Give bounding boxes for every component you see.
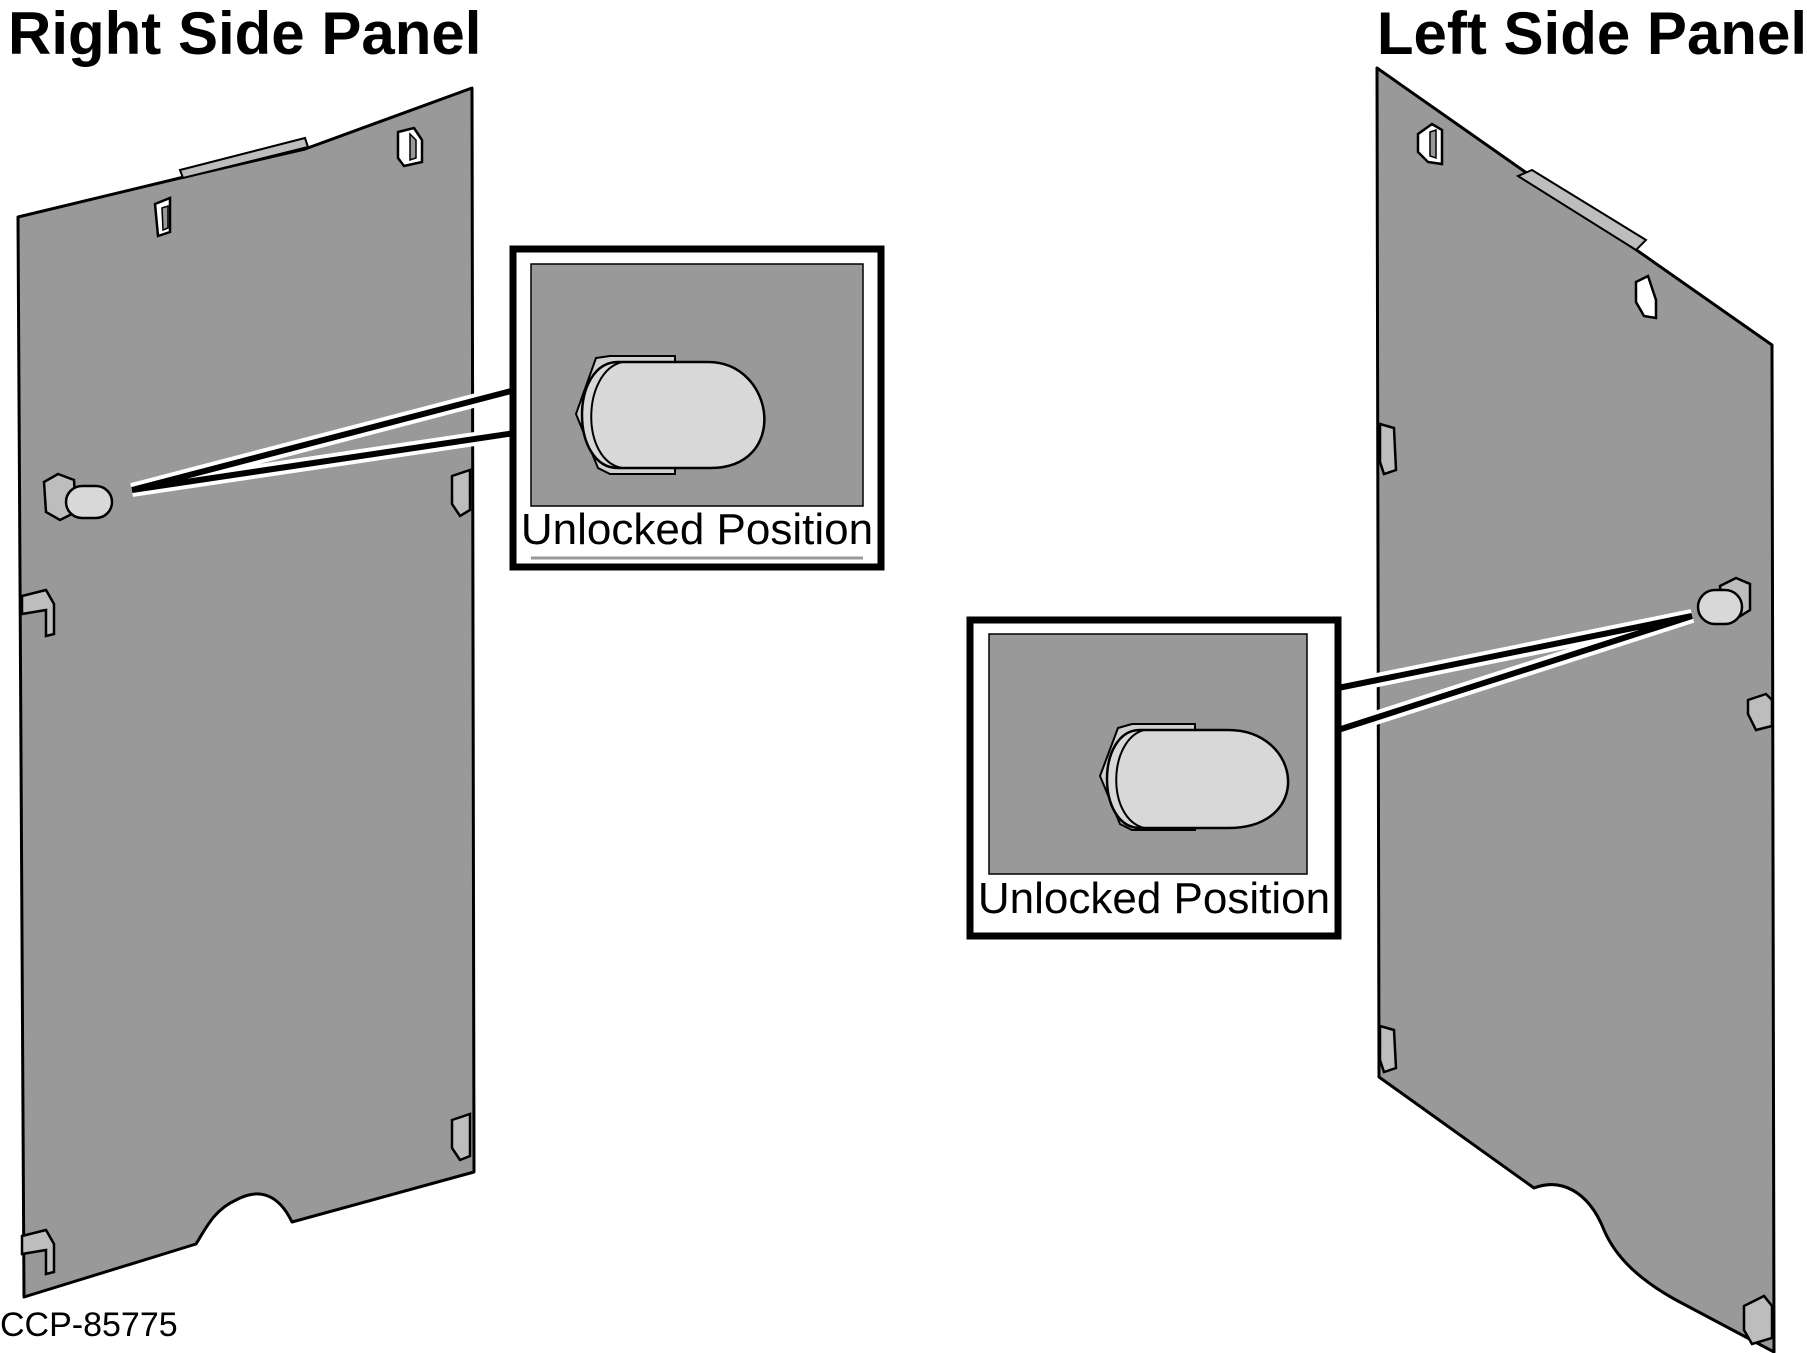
left-callout-leader-line <box>1337 613 1693 733</box>
left-panel-title: Left Side Panel <box>1376 0 1807 67</box>
figure-id: CCP-85775 <box>0 1306 178 1344</box>
right-panel-body <box>16 86 476 1299</box>
right-panel-top-ridge <box>178 136 310 180</box>
mounting-clip-icon <box>1634 274 1658 320</box>
latch-knob-icon <box>1098 723 1290 831</box>
mounting-clip-icon <box>450 1112 472 1162</box>
mounting-clip-icon <box>1742 1294 1774 1346</box>
latch-knob-icon <box>1696 576 1752 626</box>
latch-knob-icon <box>42 472 114 522</box>
mounting-clip-icon <box>1416 122 1444 166</box>
mounting-clip-icon <box>1378 422 1398 476</box>
mounting-clip-icon <box>153 196 172 238</box>
mounting-clip-icon <box>450 468 472 518</box>
mounting-clip-icon <box>396 126 424 168</box>
left-callout-box <box>966 616 1342 940</box>
latch-knob-icon <box>574 355 766 475</box>
left-callout-caption: Unlocked Position <box>977 874 1331 923</box>
left-side-panel <box>1335 66 1776 1353</box>
left-panel-body <box>1375 66 1776 1353</box>
mounting-clip-icon <box>20 588 56 638</box>
mounting-clip-icon <box>1746 692 1774 732</box>
right-side-panel <box>16 86 517 1299</box>
right-callout-caption: Unlocked Position <box>520 505 874 554</box>
mounting-clip-icon <box>1378 1024 1398 1074</box>
right-panel-title: Right Side Panel <box>8 0 482 67</box>
right-callout-leader-line <box>131 387 516 493</box>
left-panel-top-ridge <box>1515 168 1648 252</box>
right-callout-box <box>509 245 885 571</box>
mounting-clip-icon <box>20 1228 56 1276</box>
